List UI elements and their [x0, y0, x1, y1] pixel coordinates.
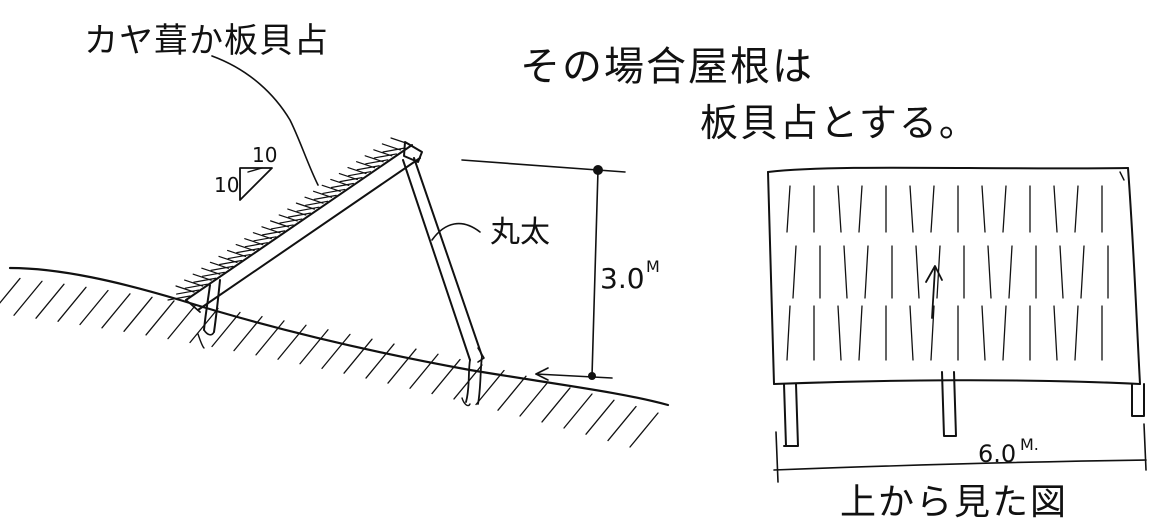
- width-value: 6.0: [978, 440, 1016, 468]
- height-unit: M: [646, 257, 660, 276]
- thatch-strokes: [167, 137, 410, 301]
- slope-top-label: 10: [252, 143, 277, 167]
- plan-view-caption: 上から見た図: [840, 482, 1068, 523]
- panel-arrow: [925, 265, 943, 319]
- roof-frame: [185, 141, 485, 407]
- note-line-2: 板貝占とする。: [700, 101, 979, 145]
- height-dimension: [461, 159, 626, 381]
- width-unit: M.: [1020, 435, 1039, 454]
- note-line-1: その場合屋根は: [520, 44, 814, 90]
- width-dimension: [773, 423, 1147, 483]
- panel-posts: [783, 371, 1145, 447]
- ground-slope: [0, 266, 670, 448]
- log-leader-line: [431, 222, 481, 241]
- ground-hatching: [0, 277, 659, 448]
- log-label: 丸太: [490, 215, 550, 250]
- height-value: 3.0: [600, 262, 645, 295]
- panel-surface-strokes: [786, 185, 1109, 361]
- slope-indicator: [239, 167, 273, 201]
- thatch-leader-line: [211, 55, 319, 186]
- plan-view-panel: [767, 166, 1141, 385]
- slope-side-label: 10: [214, 173, 239, 197]
- thatch-label: カヤ葺か板貝占: [84, 21, 329, 61]
